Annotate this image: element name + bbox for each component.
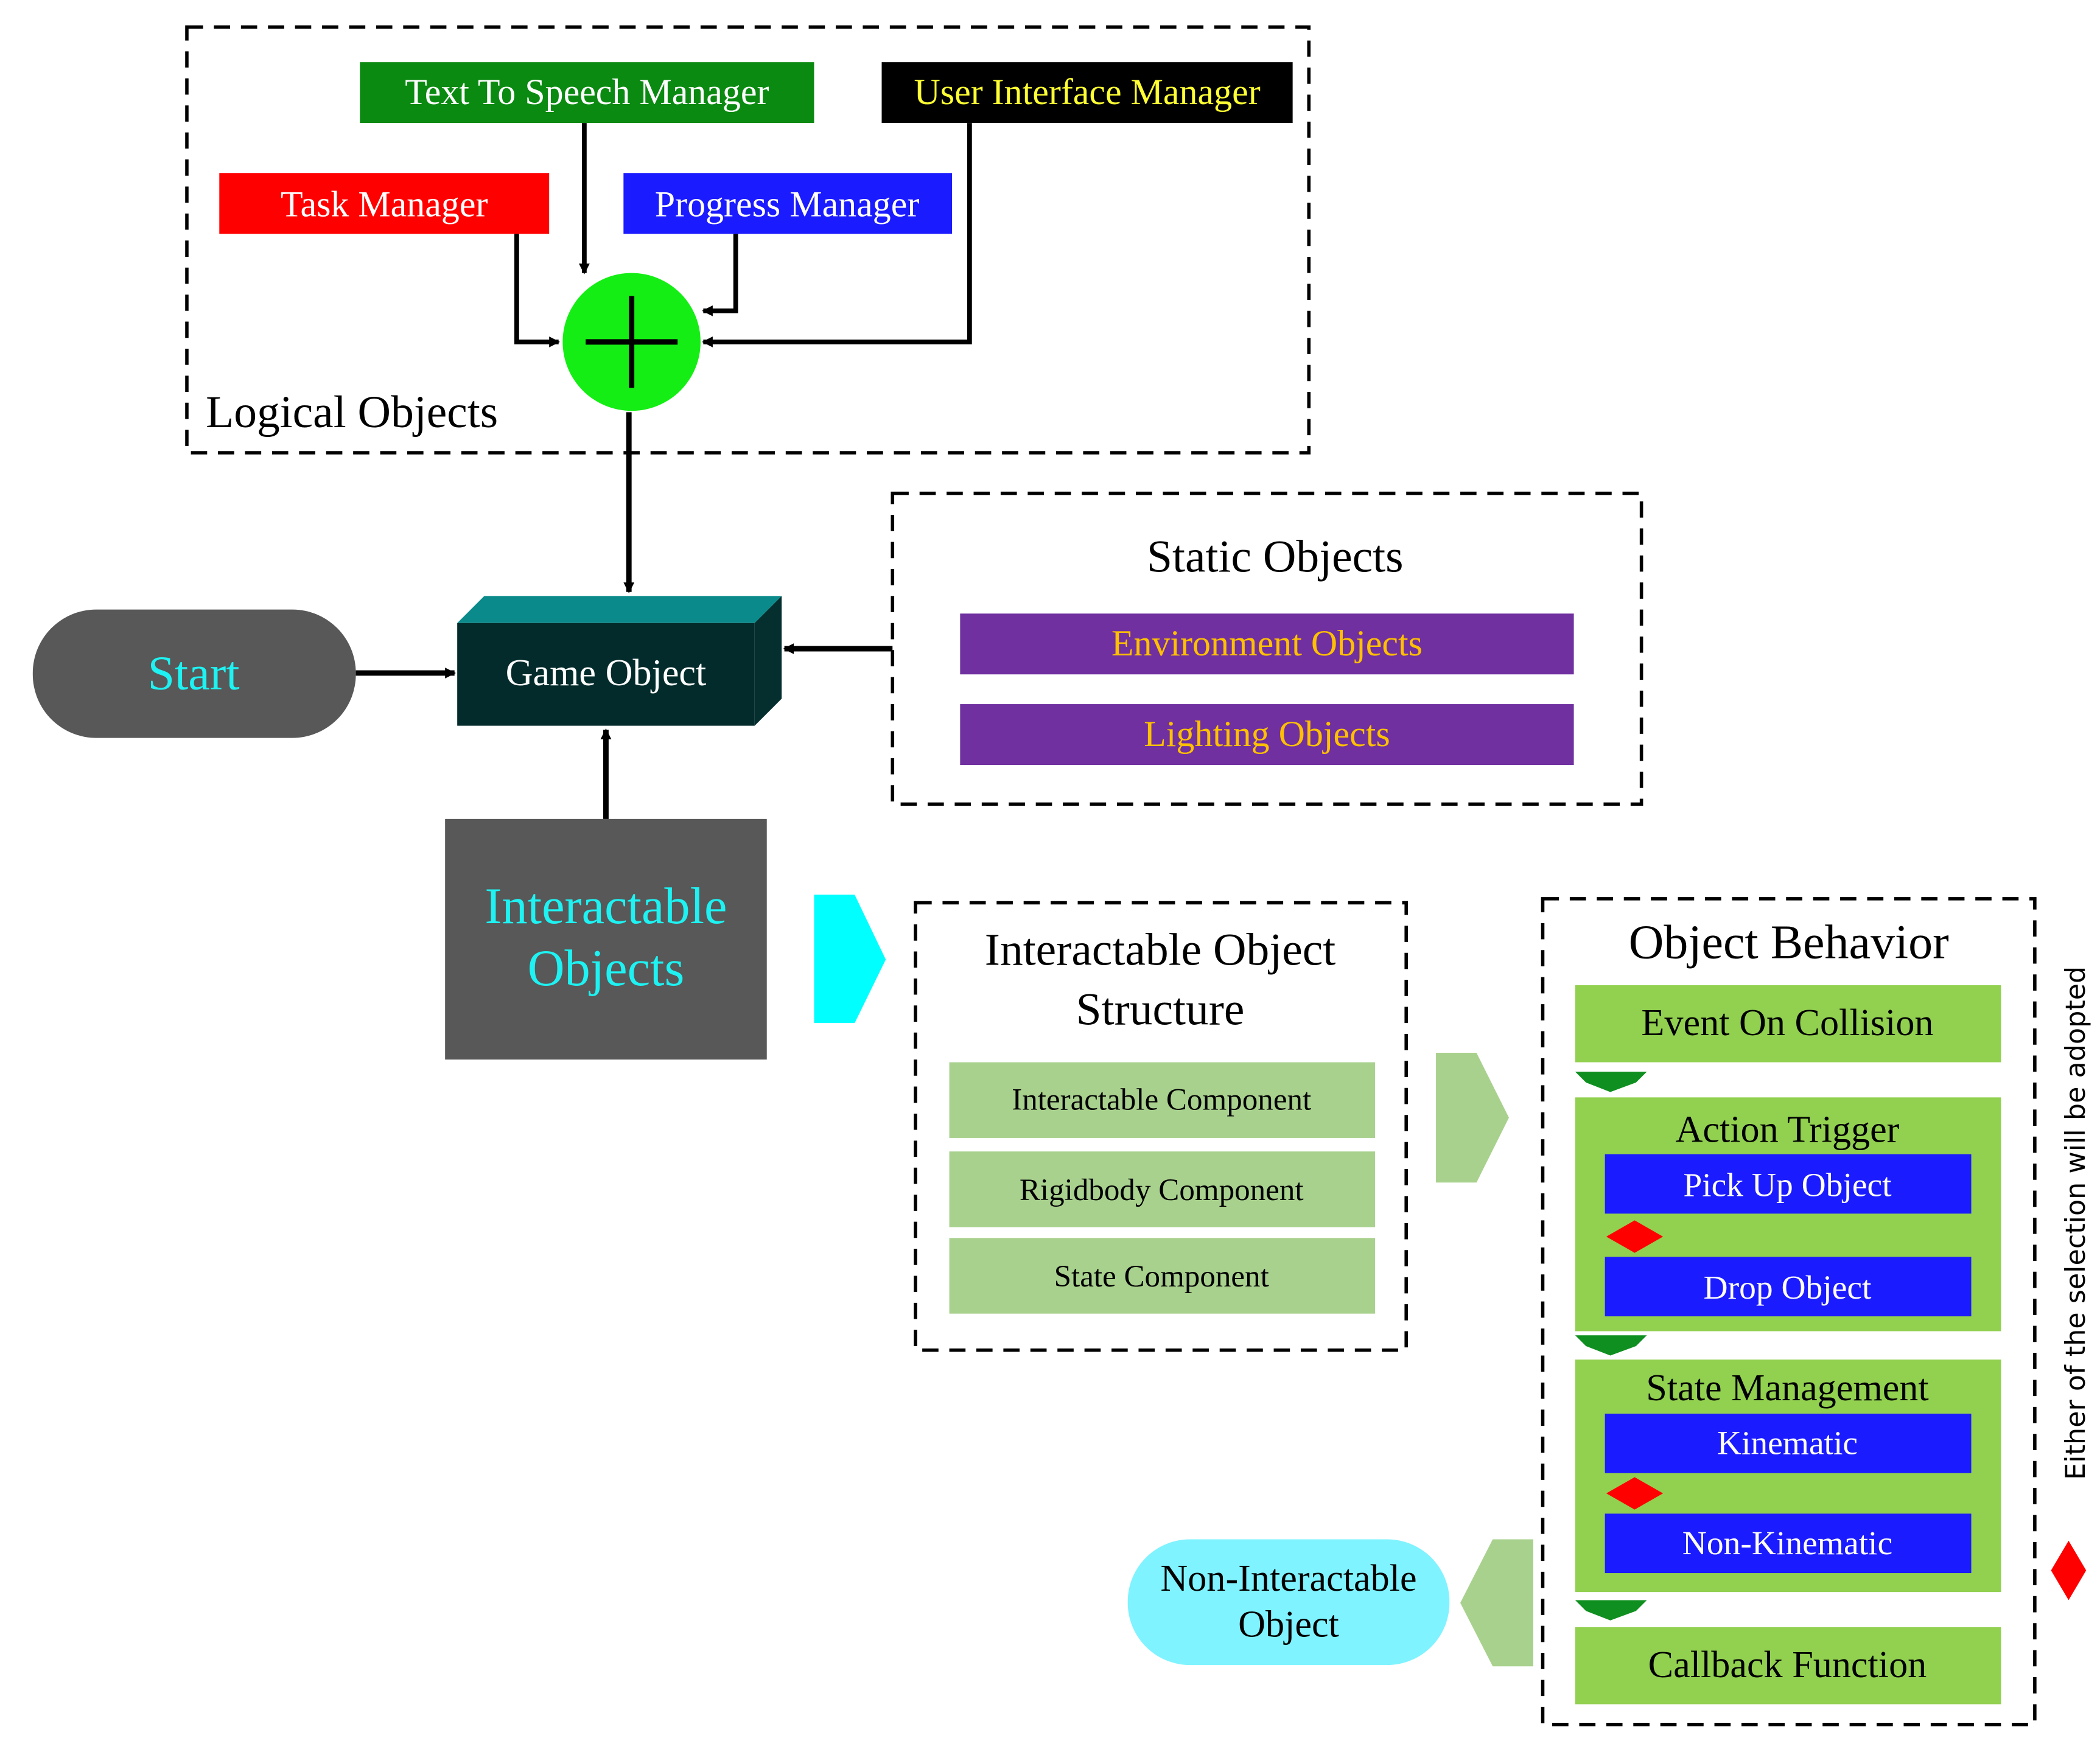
state-management-block[interactable]: State Management Kinematic Non-Kinematic	[1575, 1359, 2001, 1593]
static-objects-group: Static Objects Environment Objects Light…	[891, 491, 1643, 806]
callback-function-label: Callback Function	[1648, 1644, 1927, 1686]
static-objects-label: Static Objects	[1147, 531, 1403, 582]
pick-up-object-label: Pick Up Object	[1683, 1167, 1892, 1204]
diamond-icon	[1606, 1220, 1664, 1253]
connector-progress-to-sum	[702, 234, 738, 316]
task-manager-label: Task Manager	[281, 184, 488, 224]
text-to-speech-manager-label: Text To Speech Manager	[405, 72, 769, 112]
progress-manager-label: Progress Manager	[655, 184, 920, 224]
pick-up-object-option[interactable]: Pick Up Object	[1605, 1154, 1972, 1214]
flow-chevron-2	[1575, 1335, 1647, 1356]
user-interface-manager[interactable]: User Interface Manager	[881, 62, 1293, 124]
object-behavior-group: Object Behavior Event On Collision Actio…	[1541, 897, 2037, 1726]
interactable-objects-label-line2: Objects	[528, 940, 685, 997]
object-behavior-border	[1541, 897, 2037, 1726]
event-on-collision-item[interactable]: Event On Collision	[1575, 985, 2001, 1063]
progress-manager[interactable]: Progress Manager	[623, 173, 952, 234]
left-chevron-arrow	[1460, 1539, 1533, 1667]
flow-chevron-1	[1575, 1072, 1647, 1092]
logical-objects-border	[185, 25, 1311, 455]
structure-label-line2: Structure	[1076, 984, 1245, 1035]
logical-objects-label: Logical Objects	[206, 387, 498, 438]
diamond-icon	[2051, 1540, 2087, 1600]
game-object-node[interactable]: Game Object	[457, 596, 782, 726]
action-trigger-label: Action Trigger	[1676, 1109, 1900, 1151]
state-component-label: State Component	[1054, 1259, 1269, 1294]
kinematic-option[interactable]: Kinematic	[1605, 1413, 1972, 1473]
state-management-label: State Management	[1646, 1367, 1928, 1409]
lighting-objects-item[interactable]: Lighting Objects	[960, 704, 1574, 765]
action-trigger-block[interactable]: Action Trigger Pick Up Object Drop Objec…	[1575, 1097, 2001, 1331]
game-object-label: Game Object	[506, 652, 707, 694]
kinematic-label: Kinematic	[1717, 1425, 1858, 1462]
rigidbody-component-item[interactable]: Rigidbody Component	[949, 1151, 1376, 1227]
flow-chevron-3	[1575, 1600, 1647, 1621]
interactable-component-label: Interactable Component	[1012, 1082, 1311, 1117]
start-node[interactable]: Start	[32, 609, 356, 738]
interactable-objects-label-line1: Interactable	[485, 878, 727, 935]
non-interactable-label-line2: Object	[1238, 1604, 1339, 1645]
lighting-objects-label: Lighting Objects	[1144, 714, 1390, 754]
environment-objects-label: Environment Objects	[1111, 623, 1423, 663]
object-behavior-label: Object Behavior	[1629, 916, 1949, 969]
either-selection-note: Either of the selection will be adopted	[2060, 966, 2091, 1480]
non-kinematic-option[interactable]: Non-Kinematic	[1605, 1513, 1972, 1574]
non-kinematic-label: Non-Kinematic	[1682, 1525, 1892, 1562]
green-chevron-arrow	[1436, 1053, 1509, 1183]
structure-group: Interactable Object Structure Interactab…	[914, 901, 1408, 1352]
rigidbody-component-label: Rigidbody Component	[1020, 1173, 1304, 1207]
connector-task-to-sum	[514, 234, 560, 347]
interactable-objects-node[interactable]: Interactable Objects	[445, 818, 767, 1060]
connector-ui-to-sum	[702, 123, 972, 347]
environment-objects-item[interactable]: Environment Objects	[960, 613, 1574, 675]
logical-objects-group: Logical Objects Text To Speech Manager U…	[185, 25, 1311, 455]
interactable-component-item[interactable]: Interactable Component	[949, 1062, 1376, 1138]
event-on-collision-label: Event On Collision	[1641, 1002, 1933, 1044]
start-label: Start	[148, 647, 240, 700]
cyan-chevron-arrow	[814, 895, 886, 1024]
text-to-speech-manager[interactable]: Text To Speech Manager	[360, 62, 814, 124]
plus-circle-icon	[562, 273, 701, 411]
structure-label-line1: Interactable Object	[985, 925, 1335, 975]
non-interactable-label-line1: Non-Interactable	[1160, 1558, 1416, 1599]
user-interface-manager-label: User Interface Manager	[914, 72, 1260, 112]
static-objects-border	[891, 491, 1643, 806]
task-manager[interactable]: Task Manager	[219, 173, 550, 234]
callback-function-item[interactable]: Callback Function	[1575, 1627, 2001, 1705]
drop-object-option[interactable]: Drop Object	[1605, 1257, 1972, 1317]
state-component-item[interactable]: State Component	[949, 1238, 1376, 1314]
drop-object-label: Drop Object	[1703, 1269, 1872, 1307]
diamond-icon	[1606, 1477, 1664, 1510]
structure-border	[914, 901, 1408, 1352]
non-interactable-object-node[interactable]: Non-Interactable Object	[1127, 1539, 1450, 1666]
